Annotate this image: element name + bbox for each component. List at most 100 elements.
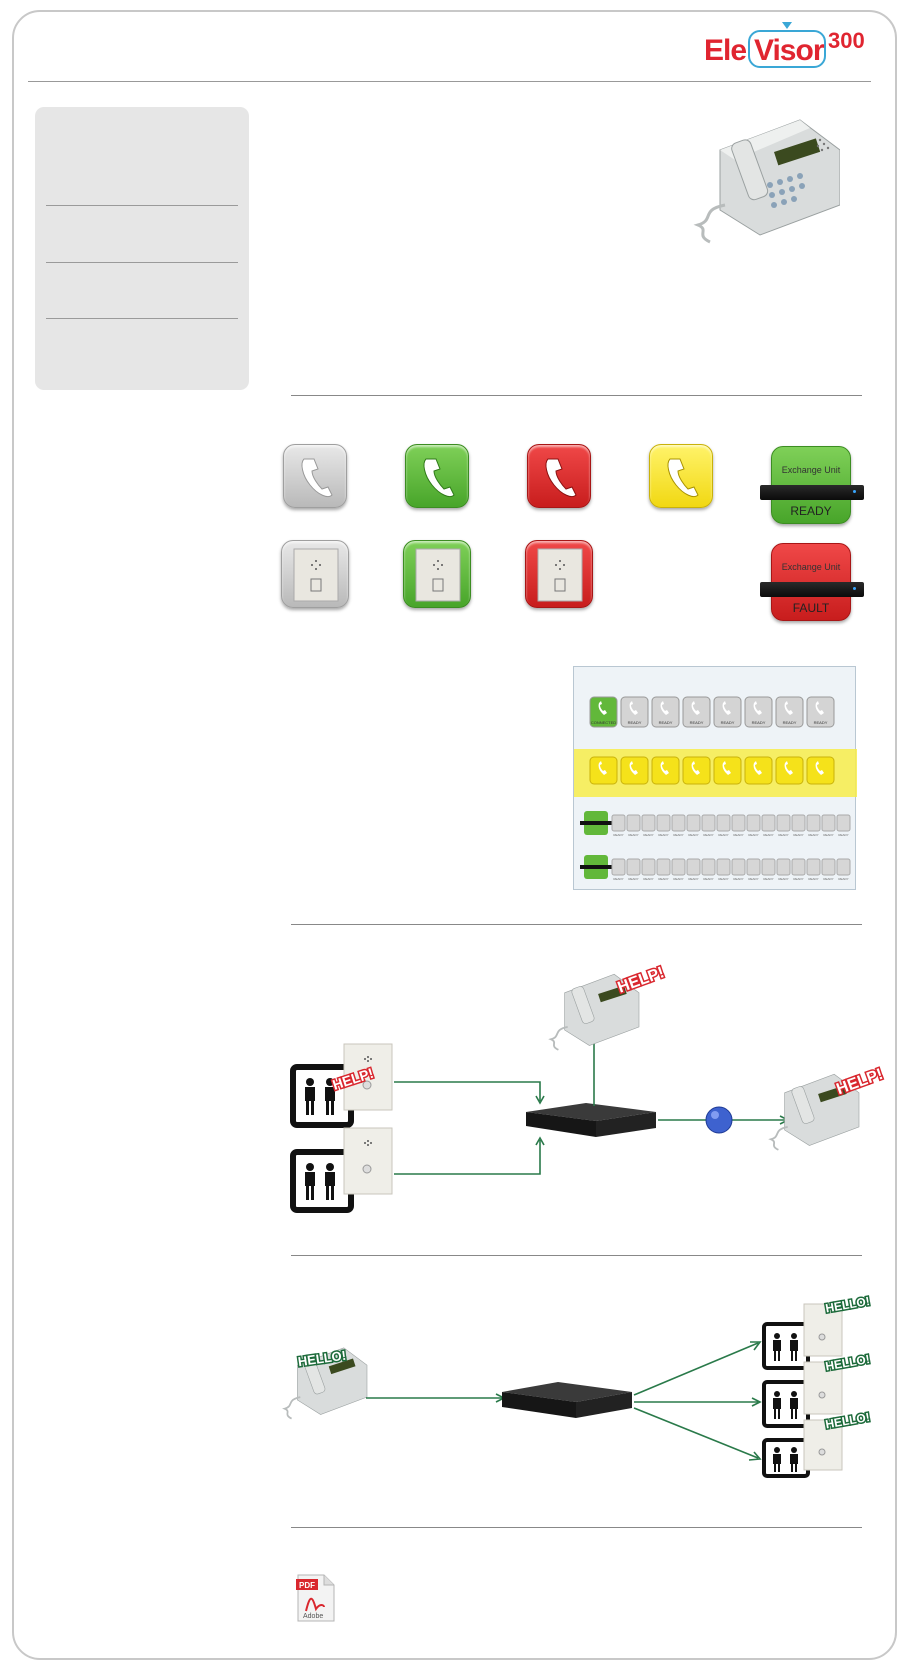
panel-station-tile: READY [611, 858, 626, 881]
svg-text:READY: READY [778, 877, 788, 881]
svg-text:READY: READY [808, 877, 818, 881]
panel-station-tile: READY [656, 858, 671, 881]
svg-text:READY: READY [838, 877, 848, 881]
panel-tile-label: READY [721, 720, 735, 725]
panel-yellow-tile [775, 756, 804, 785]
exchange-label: Exchange Unit [781, 465, 841, 475]
station-status-alarm-icon [525, 540, 593, 608]
station-status-connected-icon [403, 540, 471, 608]
panel-station-tile: READY [806, 858, 821, 881]
svg-text:READY: READY [673, 833, 683, 837]
panel-tile-label: READY [690, 720, 704, 725]
svg-text:READY: READY [688, 877, 698, 881]
svg-text:READY: READY [703, 833, 713, 837]
elevator-sign-icon [762, 1438, 810, 1478]
panel-station-tile: READY [821, 858, 836, 881]
svg-text:READY: READY [808, 833, 818, 837]
svg-text:HELP!: HELP! [616, 964, 667, 996]
panel-phone-tile: READY [620, 696, 649, 728]
intercom-station-icon [343, 1043, 393, 1111]
panel-station-tile: READY [836, 858, 851, 881]
panel-yellow-tile [806, 756, 835, 785]
panel-yellow-tile [620, 756, 649, 785]
section-divider [291, 1255, 862, 1256]
exchange-status-ready: READY [790, 504, 832, 518]
panel-station-tile: READY [671, 814, 686, 837]
panel-tile-label: CONNECTED [591, 720, 616, 725]
panel-station-tile: READY [746, 858, 761, 881]
phone-status-connected-icon [405, 444, 469, 508]
svg-text:READY: READY [748, 833, 758, 837]
sidebar-divider [46, 205, 238, 206]
logo-frame [748, 30, 826, 68]
svg-text:READY: READY [733, 833, 743, 837]
section-divider [291, 395, 862, 396]
panel-station-tile: READY [686, 858, 701, 881]
panel-station-tile: READY [821, 814, 836, 837]
exchange-box-icon [760, 485, 864, 500]
panel-station-tile: READY [716, 814, 731, 837]
svg-text:READY: READY [643, 877, 653, 881]
svg-text:READY: READY [823, 833, 833, 837]
panel-station-tile: READY [626, 858, 641, 881]
panel-phone-tile: READY [806, 696, 835, 728]
panel-station-tile: READY [701, 814, 716, 837]
panel-station-tile: READY [746, 814, 761, 837]
panel-tile-label: READY [814, 720, 828, 725]
panel-tile-label: READY [752, 720, 766, 725]
panel-station-tile: READY [611, 814, 626, 837]
svg-text:READY: READY [628, 877, 638, 881]
logo-text-visor: Visor [754, 34, 824, 67]
sidebar-divider [46, 262, 238, 263]
panel-yellow-tile [682, 756, 711, 785]
svg-text:READY: READY [673, 877, 683, 881]
panel-station-tile: READY [626, 814, 641, 837]
pdf-download-icon[interactable]: PDF Adobe [294, 1573, 336, 1623]
svg-text:Adobe: Adobe [303, 1613, 323, 1620]
logo-text-ele: Ele [704, 34, 747, 67]
svg-text:READY: READY [613, 833, 623, 837]
panel-yellow-tile [713, 756, 742, 785]
header-divider [28, 81, 871, 82]
svg-text:READY: READY [688, 833, 698, 837]
broadcast-diagram: HELLO! HELLO! HELLO! HELLO! [282, 1292, 872, 1478]
elevator-sign-icon [290, 1149, 354, 1213]
panel-yellow-tile [589, 756, 618, 785]
phone-status-calling-icon [649, 444, 713, 508]
svg-text:READY: READY [778, 833, 788, 837]
sidebar-divider [46, 318, 238, 319]
panel-tile-label: READY [628, 720, 642, 725]
panel-station-tile: READY [716, 858, 731, 881]
panel-phone-tile: CONNECTED [589, 696, 618, 728]
svg-text:READY: READY [658, 833, 668, 837]
svg-text:READY: READY [823, 877, 833, 881]
panel-station-tile: READY [641, 858, 656, 881]
elevator-sign-icon [762, 1322, 810, 1370]
hello-bubble-1: HELLO! [823, 1292, 872, 1317]
panel-station-tile: READY [731, 858, 746, 881]
panel-phone-tile: READY [682, 696, 711, 728]
station-status-ready-icon [281, 540, 349, 608]
intercom-station-icon [803, 1419, 843, 1471]
svg-text:READY: READY [838, 833, 848, 837]
panel-phone-tile: READY [713, 696, 742, 728]
exchange-unit-ready-icon: Exchange Unit READY [760, 446, 864, 524]
master-phone-icon [768, 1073, 860, 1151]
panel-station-tile: READY [656, 814, 671, 837]
logo-model-number: 300 [828, 28, 865, 53]
svg-text:READY: READY [763, 877, 773, 881]
panel-station-tile: READY [701, 858, 716, 881]
panel-tile-label: READY [783, 720, 797, 725]
svg-text:READY: READY [658, 877, 668, 881]
panel-station-tile: READY [731, 814, 746, 837]
svg-text:READY: READY [628, 833, 638, 837]
svg-text:READY: READY [718, 833, 728, 837]
help-bubble-top: HELP! [614, 963, 668, 998]
help-bubble-right: HELP! [833, 1064, 886, 1099]
master-phone-icon [282, 1347, 368, 1420]
panel-station-tile: READY [776, 814, 791, 837]
svg-text:HELLO!: HELLO! [824, 1294, 870, 1316]
panel-station-tile: READY [641, 814, 656, 837]
